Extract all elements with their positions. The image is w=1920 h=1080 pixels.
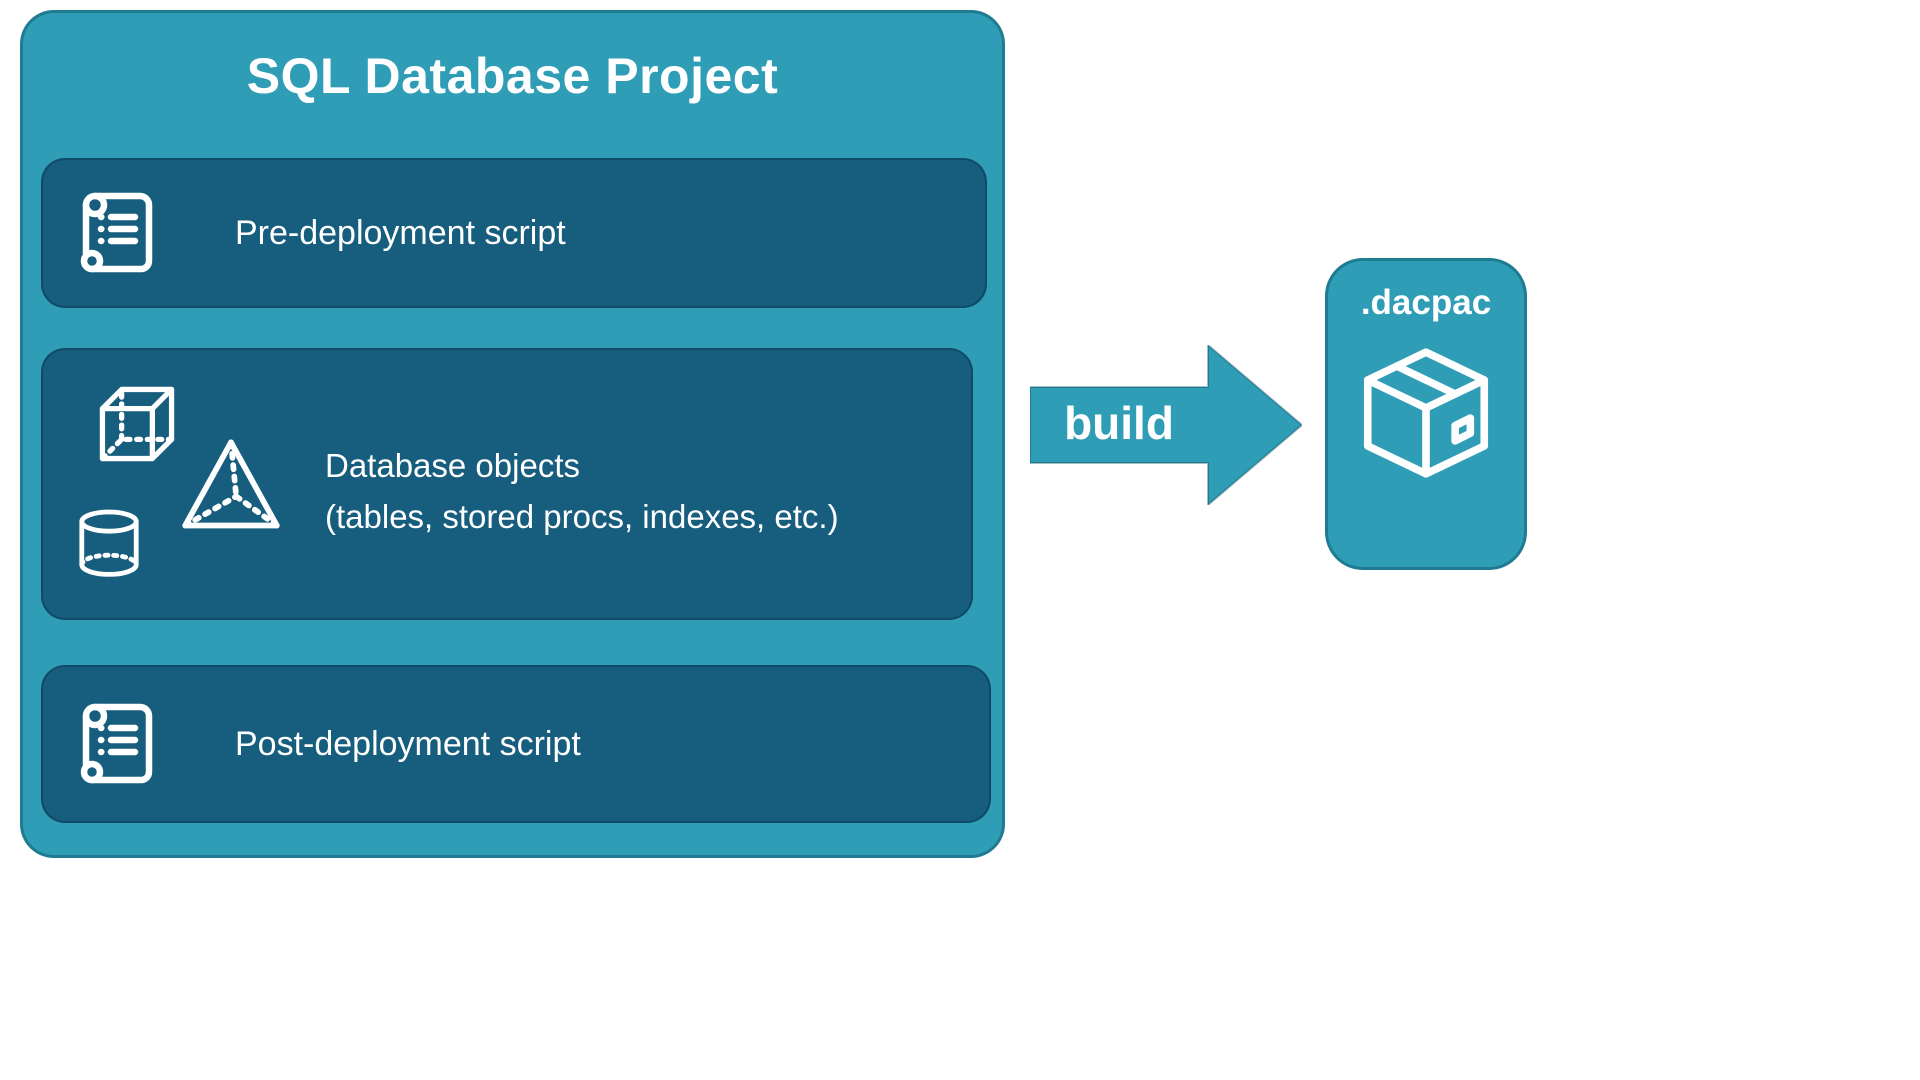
project-title: SQL Database Project: [246, 48, 779, 104]
build-label: build: [1064, 396, 1174, 449]
pyramid-icon: [175, 434, 287, 538]
database-objects-box: Database objects (tables, stored procs, …: [41, 348, 973, 620]
pre-deployment-script-box: Pre-deployment script: [41, 158, 987, 308]
database-objects-text: Database objects (tables, stored procs, …: [325, 440, 839, 542]
post-deployment-script-box: Post-deployment script: [41, 665, 991, 823]
build-arrow: build: [1030, 345, 1302, 505]
database-objects-label: Database objects: [325, 447, 580, 484]
arrow-shape-icon: [1030, 345, 1302, 505]
database-objects-sublabel: (tables, stored procs, indexes, etc.): [325, 498, 839, 536]
dacpac-box: .dacpac: [1325, 258, 1527, 570]
post-deployment-label: Post-deployment script: [235, 724, 581, 763]
sql-database-project-box: SQL Database Project Pre-deployment scri…: [20, 10, 1005, 858]
cylinder-icon: [69, 496, 149, 592]
pre-deployment-label: Pre-deployment script: [235, 213, 566, 252]
script-scroll-icon: [69, 690, 169, 798]
script-scroll-icon: [69, 179, 169, 287]
database-objects-icons: [43, 350, 971, 618]
cube-icon: [89, 376, 185, 472]
package-icon: [1350, 337, 1502, 489]
dacpac-label: .dacpac: [1360, 283, 1492, 322]
